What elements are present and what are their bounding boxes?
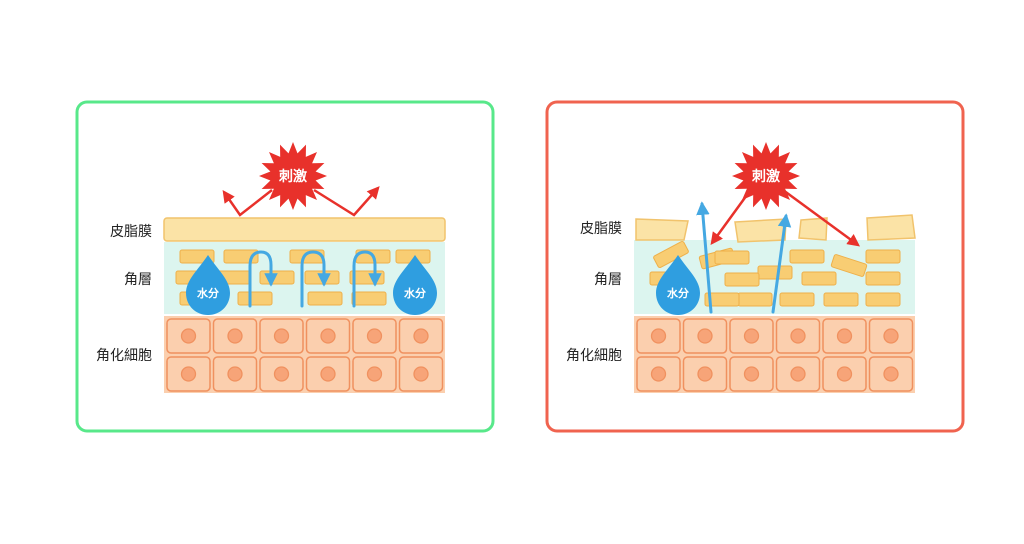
keratinocyte-layer-label: 角化細胞 (96, 348, 152, 364)
sebum-fragment (635, 218, 689, 241)
cell-nucleus (366, 366, 383, 382)
horny-cell (351, 291, 387, 306)
sebum-membrane (163, 217, 446, 242)
cell-nucleus (180, 366, 197, 382)
stimulus-burst: 刺激 (732, 142, 800, 210)
horny-cell (801, 271, 837, 286)
svg-text:水分: 水分 (404, 286, 426, 300)
water-loop-arrow (248, 250, 278, 308)
water-loss-arrows (696, 201, 792, 314)
horny-cell (237, 291, 273, 306)
cell-nucleus (790, 366, 806, 382)
water-drop: 水分 (393, 255, 437, 315)
keratinocyte-layer (164, 316, 445, 393)
horny-cell (304, 270, 340, 285)
water-loop-arrow (352, 250, 382, 308)
cell-nucleus (883, 366, 899, 382)
horny-layer-label: 角層 (124, 272, 152, 288)
horny-cell (653, 240, 689, 269)
water-drop: 水分 (186, 255, 230, 315)
deflected-stimulus-arrows (222, 186, 380, 217)
cell-nucleus (650, 328, 667, 344)
water-loop-arrow (300, 250, 331, 308)
cell-nucleus (413, 366, 429, 382)
cell-nucleus (697, 366, 713, 382)
horny-cell (737, 292, 773, 307)
sebum-fragment (734, 218, 787, 243)
horny-cell (779, 292, 815, 307)
cell-nucleus (273, 366, 290, 382)
keratinocyte-layer-label: 角化細胞 (566, 348, 622, 364)
horny-layer-label: 角層 (594, 272, 622, 288)
cell-nucleus (227, 366, 243, 382)
horny-cell (704, 292, 740, 307)
keratinocyte-layer (634, 316, 915, 393)
stimulus-penetrate-arrow (782, 188, 861, 247)
cell-nucleus (790, 328, 806, 344)
cell-nucleus (413, 328, 429, 344)
horny-cell (307, 291, 343, 306)
horny-cell (789, 249, 825, 264)
cell-nucleus (227, 328, 243, 344)
cell-nucleus (273, 328, 290, 344)
cell-nucleus (180, 328, 197, 344)
broken-sebum-membrane (635, 214, 916, 243)
cell-nucleus (320, 328, 336, 344)
cell-nucleus (836, 366, 853, 382)
horny-cell (757, 265, 793, 280)
water-retention-arrows (248, 250, 382, 308)
cell-nucleus (743, 328, 760, 344)
cell-nucleus (836, 328, 853, 344)
sebum-layer-label: 皮脂膜 (110, 224, 152, 240)
cell-nucleus (883, 328, 899, 344)
water-drop: 水分 (656, 255, 700, 315)
horny-cell (724, 272, 760, 287)
horny-cell (259, 270, 295, 285)
svg-text:刺激: 刺激 (752, 168, 780, 185)
water-escape-arrow (696, 201, 713, 314)
horny-cell (865, 249, 901, 264)
horny-cell (865, 292, 901, 307)
stimulus-deflect-arrow (222, 189, 273, 217)
sebum-fragment (798, 217, 828, 241)
svg-text:水分: 水分 (197, 286, 219, 300)
cell-nucleus (320, 366, 336, 382)
svg-text:水分: 水分 (667, 286, 689, 300)
sebum-layer-label: 皮脂膜 (580, 221, 622, 237)
cell-nucleus (650, 366, 667, 382)
cell-nucleus (743, 366, 760, 382)
healthy-skin-panel: 皮脂膜 角層 角化細胞 水分 水分 刺激 (75, 100, 495, 433)
horny-cell (830, 254, 868, 277)
cell-nucleus (697, 328, 713, 344)
damaged-skin-panel: 皮脂膜 角層 角化細胞 水分 (545, 100, 965, 433)
horny-cell (823, 292, 859, 307)
stimulus-burst: 刺激 (259, 142, 327, 210)
svg-text:刺激: 刺激 (279, 168, 307, 185)
stimulus-deflect-arrow (313, 186, 380, 217)
horny-cell (865, 271, 901, 286)
water-escape-arrow (771, 213, 792, 314)
sebum-fragment (866, 214, 916, 241)
horny-cell (714, 250, 750, 265)
cell-nucleus (366, 328, 383, 344)
